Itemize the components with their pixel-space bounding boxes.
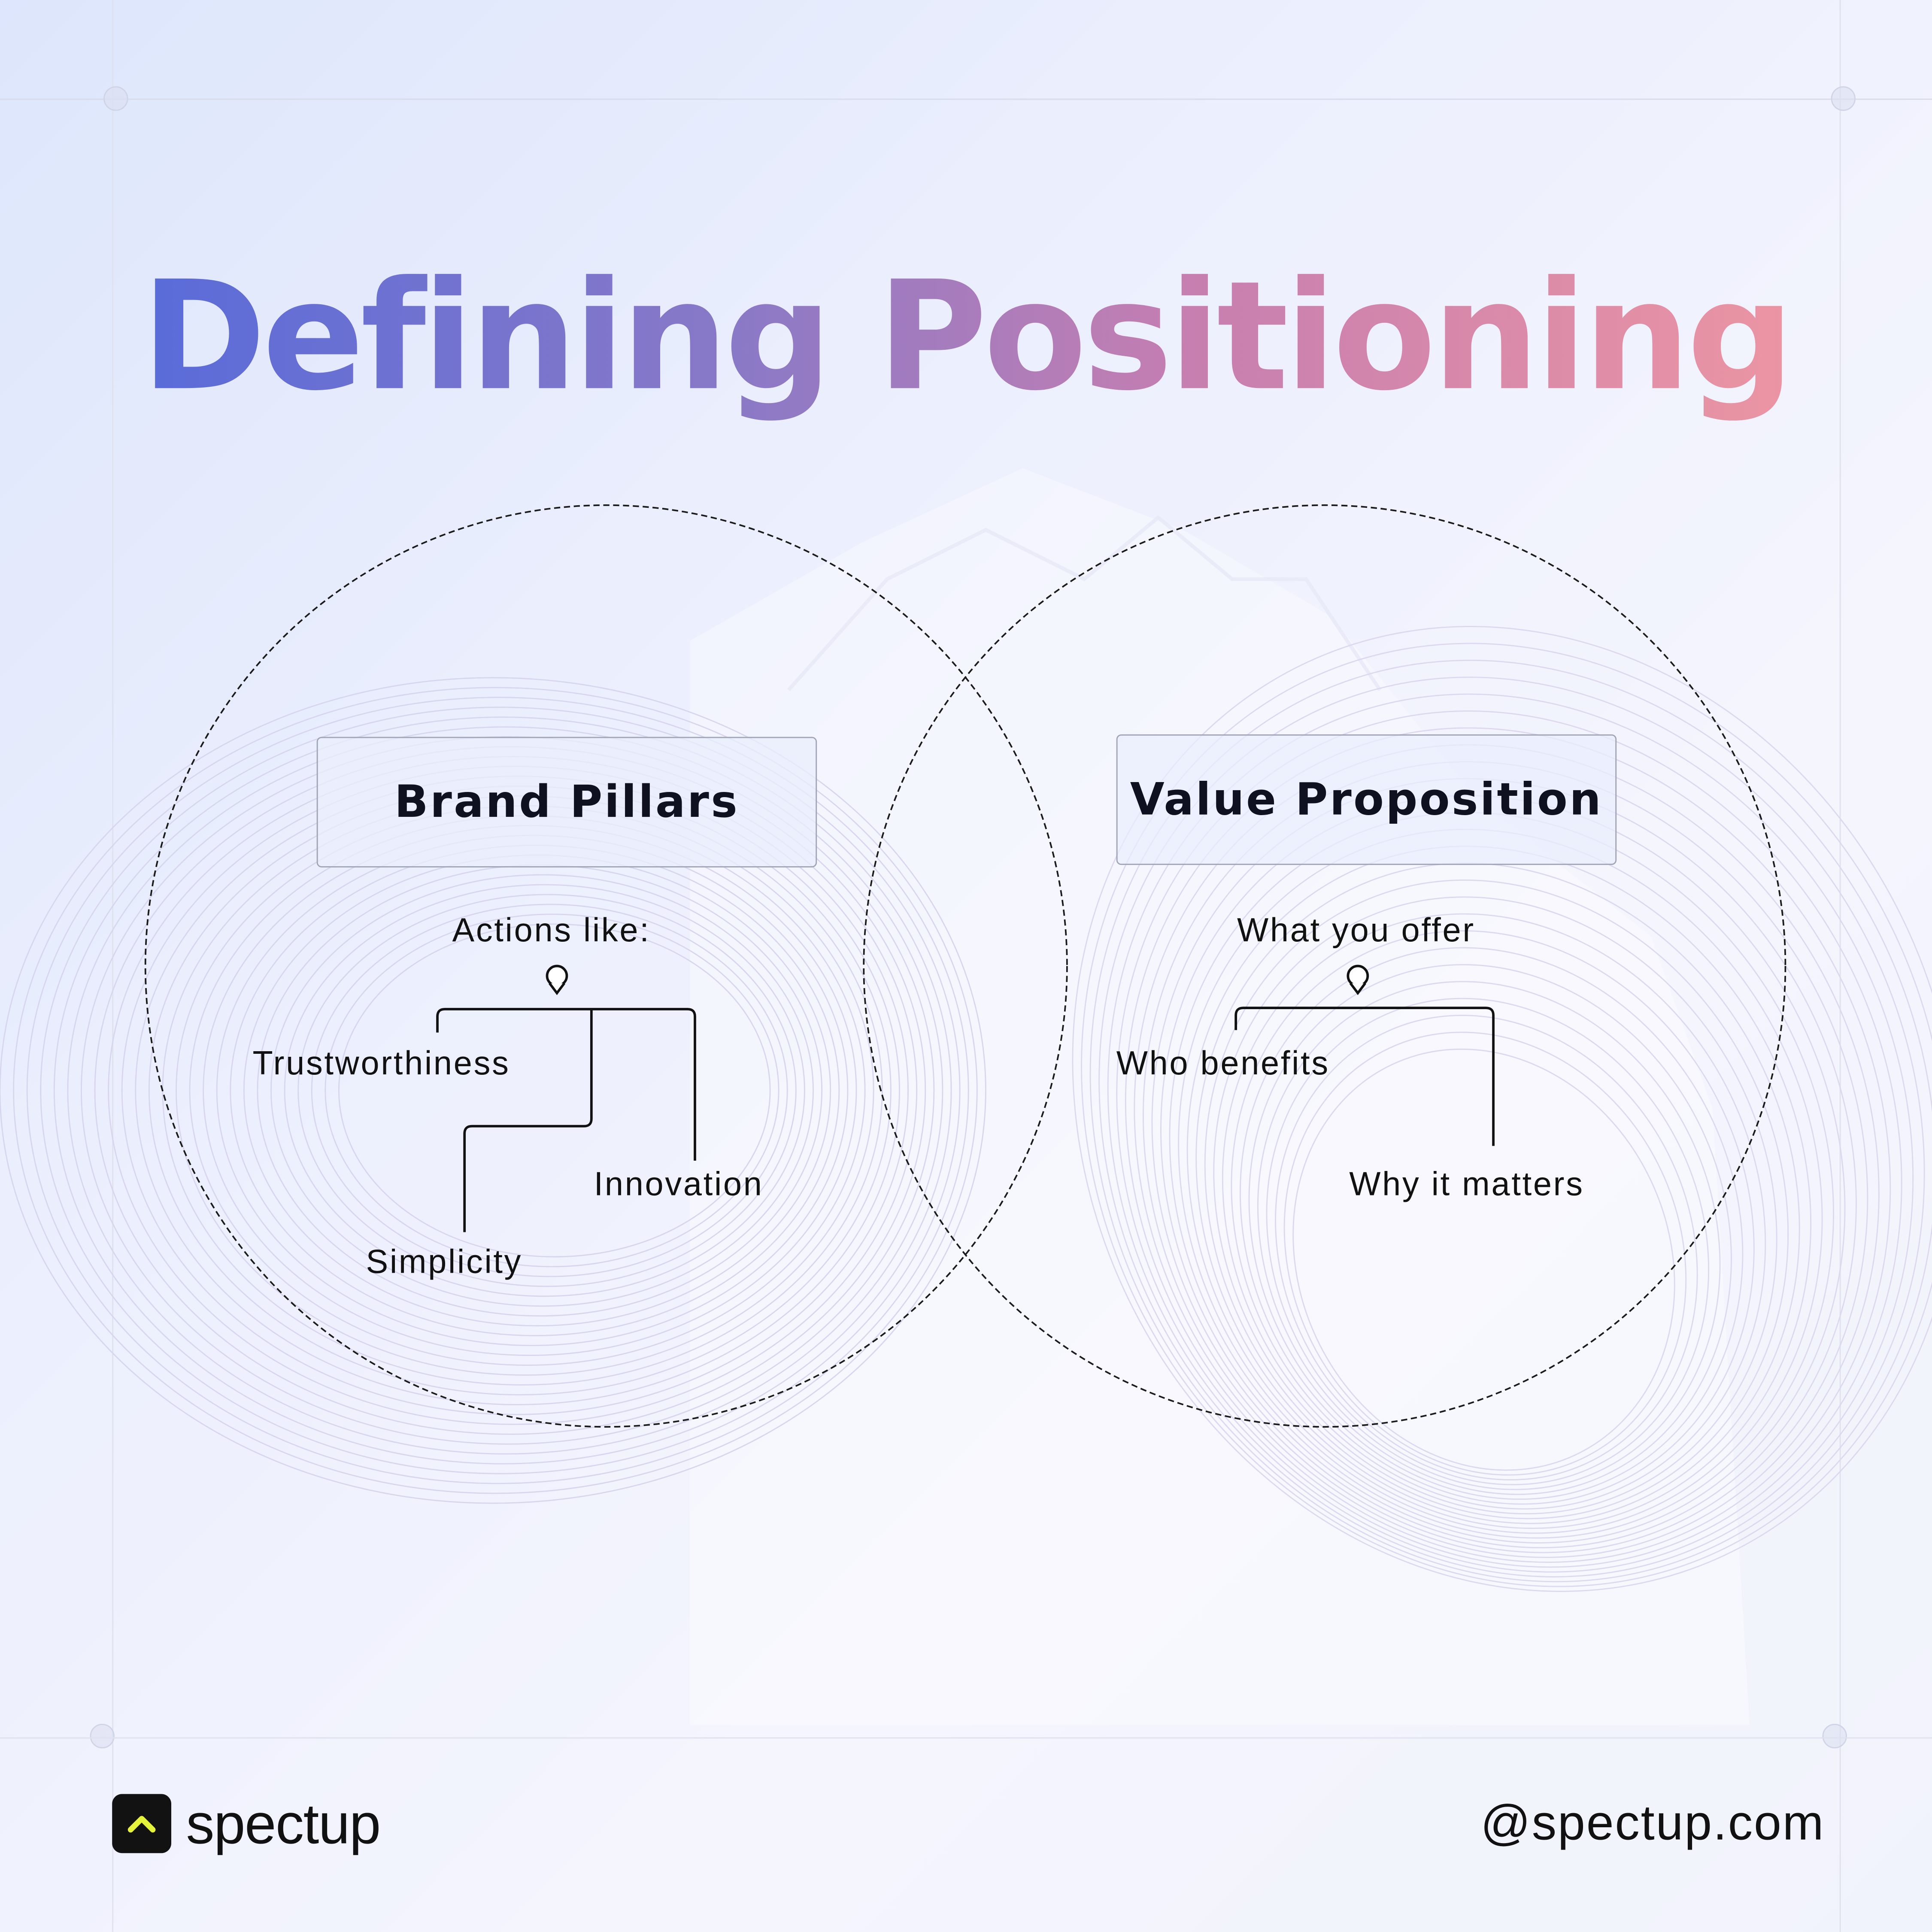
- decor-ring: [1186, 846, 1812, 1529]
- simplicity-label: Simplicity: [366, 1243, 523, 1280]
- decor-ring: [284, 884, 805, 1297]
- corner-marker: [1822, 1723, 1847, 1749]
- left-connector-lines: [436, 964, 696, 1232]
- page-title: Defining Positioning: [0, 246, 1932, 427]
- decor-ring: [1213, 896, 1777, 1515]
- value-proposition-heading: Value Proposition: [1130, 774, 1603, 825]
- decor-ring: [67, 726, 943, 1455]
- pin-icon: [546, 964, 568, 987]
- trustworthiness-label: Trustworthiness: [252, 1045, 510, 1082]
- decor-ring: [1107, 693, 1914, 1573]
- corner-marker: [1831, 86, 1856, 111]
- decor-ring: [1275, 1015, 1698, 1480]
- right-circle: [863, 504, 1786, 1428]
- innovation-label: Innovation: [594, 1165, 764, 1203]
- brand-pillars-box: Brand Pillars: [316, 737, 817, 867]
- decor-ring: [0, 677, 986, 1504]
- website-handle[interactable]: @spectup.com: [1480, 1796, 1825, 1851]
- decor-ring: [1292, 1048, 1675, 1471]
- actions-like-label: Actions like:: [452, 912, 651, 949]
- what-you-offer-label: What you offer: [1237, 912, 1475, 949]
- decor-ring: [1266, 998, 1709, 1486]
- guide-line-right: [1839, 0, 1841, 1932]
- decor-ring: [26, 697, 969, 1484]
- decor-ring: [1081, 643, 1932, 1587]
- decor-ring: [1089, 659, 1932, 1583]
- brand-pillars-heading: Brand Pillars: [394, 776, 740, 828]
- pin-icon: [1347, 964, 1369, 987]
- right-connector-lines: [1234, 964, 1495, 1146]
- decor-ring: [311, 904, 788, 1277]
- footer-divider: [0, 1737, 1932, 1739]
- chevron-up-icon: [112, 1794, 172, 1853]
- value-proposition-box: Value Proposition: [1116, 734, 1617, 865]
- decor-ring: [1231, 930, 1755, 1505]
- decor-ring: [1248, 964, 1732, 1495]
- decor-ring: [1204, 879, 1789, 1520]
- decor-ring: [13, 687, 978, 1494]
- decor-ring: [1072, 626, 1932, 1592]
- who-benefits-label: Who benefits: [1116, 1045, 1330, 1082]
- brand-logo[interactable]: spectup: [112, 1790, 381, 1857]
- decor-ring: [270, 874, 814, 1307]
- guide-line-left: [112, 0, 114, 1932]
- decor-ring: [40, 707, 961, 1474]
- decor-ring: [1239, 947, 1744, 1500]
- guide-line-top: [0, 98, 1932, 100]
- logo-wordmark: spectup: [186, 1791, 381, 1856]
- decor-ring: [53, 716, 952, 1465]
- decor-ring: [338, 923, 771, 1258]
- left-circle: [144, 504, 1068, 1428]
- decor-ring: [1257, 981, 1721, 1490]
- decor-ring: [1098, 676, 1925, 1577]
- corner-marker: [103, 86, 128, 111]
- mountain-ridge: [787, 515, 1382, 692]
- decor-ring: [297, 894, 797, 1287]
- why-it-matters-label: Why it matters: [1349, 1165, 1584, 1203]
- decor-ring: [1222, 913, 1766, 1510]
- mountain-shape: [690, 468, 1750, 1725]
- corner-marker: [90, 1723, 115, 1749]
- decor-ring: [1283, 1031, 1687, 1476]
- decor-ring: [1195, 862, 1800, 1524]
- decor-ring: [325, 913, 779, 1268]
